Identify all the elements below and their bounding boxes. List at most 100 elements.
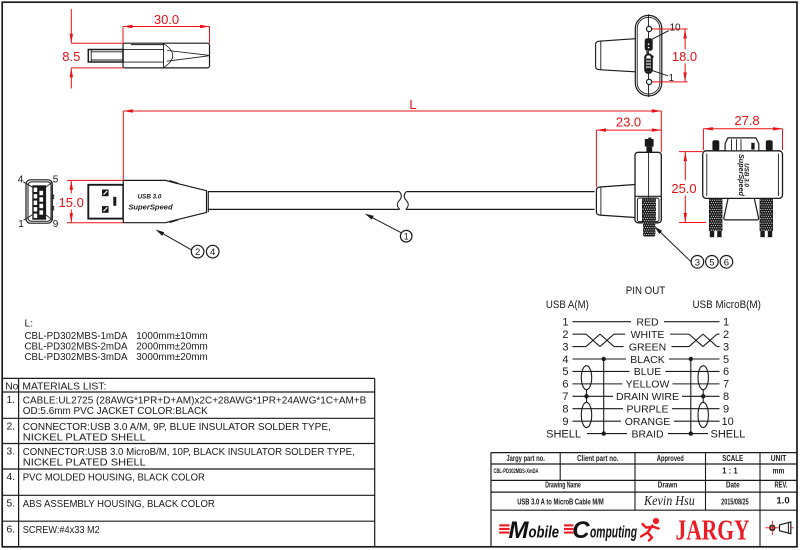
svg-text:4: 4: [18, 174, 24, 185]
svg-text:3: 3: [562, 341, 568, 353]
svg-text:CONNECTOR:USB 3.0 A/M, 9P, BLU: CONNECTOR:USB 3.0 A/M, 9P, BLUE INSULATO…: [23, 422, 331, 433]
svg-text:9: 9: [53, 219, 59, 230]
svg-text:8: 8: [723, 391, 729, 403]
svg-text:9: 9: [562, 416, 568, 428]
svg-text:omputing: omputing: [590, 523, 637, 542]
svg-text:7: 7: [723, 379, 729, 391]
svg-text:3: 3: [695, 257, 700, 268]
svg-text:L: L: [409, 97, 416, 112]
svg-text:SCALE: SCALE: [722, 454, 743, 463]
svg-text:obile: obile: [529, 523, 560, 542]
svg-text:CONNECTOR:USB 3.0 MicroB/M, 10: CONNECTOR:USB 3.0 MicroB/M, 10P, BLACK I…: [23, 447, 355, 458]
svg-text:ORANGE: ORANGE: [625, 416, 671, 428]
svg-text:Jargy part no.: Jargy part no.: [506, 454, 545, 463]
svg-text:RED: RED: [636, 317, 659, 329]
svg-text:23.0: 23.0: [616, 115, 641, 130]
svg-text:2015/08/25: 2015/08/25: [721, 496, 749, 506]
svg-text:MATERIALS LIST:: MATERIALS LIST:: [22, 381, 106, 392]
svg-text:Kevin Hsu: Kevin Hsu: [643, 493, 695, 508]
svg-text:L:: L:: [25, 319, 34, 330]
svg-text:10: 10: [670, 23, 682, 34]
svg-text:2: 2: [195, 247, 200, 258]
svg-text:CBL-PD302MBS-2mDA: CBL-PD302MBS-2mDA: [25, 342, 128, 353]
svg-text:5.: 5.: [7, 499, 16, 510]
svg-text:5: 5: [562, 366, 568, 378]
svg-text:Drawn: Drawn: [658, 481, 678, 490]
svg-text:3000mm±20mm: 3000mm±20mm: [136, 352, 208, 363]
svg-text:1.: 1.: [7, 395, 16, 406]
svg-text:CABLE:UL2725 (28AWG*1PR+D+AM)x: CABLE:UL2725 (28AWG*1PR+D+AM)x2C+28AWG*1…: [23, 396, 367, 407]
svg-text:1: 1: [404, 232, 409, 242]
svg-text:REV.: REV.: [775, 481, 788, 490]
svg-text:2.: 2.: [7, 422, 16, 433]
svg-text:Drawing Name: Drawing Name: [545, 481, 581, 490]
svg-text:GREEN: GREEN: [629, 341, 666, 353]
svg-text:1: 1: [723, 317, 729, 329]
svg-text:1.0: 1.0: [776, 496, 789, 507]
svg-text:10: 10: [722, 416, 734, 428]
svg-text:USB MicroB(M): USB MicroB(M): [692, 299, 761, 311]
svg-text:USB 3.0: USB 3.0: [138, 194, 162, 201]
svg-text:6: 6: [562, 379, 568, 391]
svg-text:5: 5: [53, 174, 59, 185]
svg-text:CBL-PD302MBS-XmDA: CBL-PD302MBS-XmDA: [494, 468, 539, 475]
svg-text:DRAIN WIRE: DRAIN WIRE: [616, 391, 679, 403]
svg-text:27.8: 27.8: [734, 113, 759, 128]
svg-text:5: 5: [723, 354, 729, 366]
svg-text:1000mm±10mm: 1000mm±10mm: [136, 331, 208, 342]
svg-text:NICKEL PLATED SHELL: NICKEL PLATED SHELL: [23, 458, 146, 469]
svg-text:6.: 6.: [7, 524, 16, 535]
svg-text:Approved: Approved: [657, 454, 684, 463]
svg-text:ABS ASSEMBLY HOUSING, BLACK CO: ABS ASSEMBLY HOUSING, BLACK COLOR: [23, 499, 215, 510]
svg-text:Date: Date: [726, 481, 740, 490]
svg-text:WHITE: WHITE: [631, 329, 665, 341]
svg-text:CBL-PD302MBS-3mDA: CBL-PD302MBS-3mDA: [25, 352, 128, 363]
svg-text:UNIT: UNIT: [771, 454, 787, 463]
svg-text:PURPLE: PURPLE: [626, 404, 668, 416]
svg-text:2: 2: [723, 329, 729, 341]
svg-text:SHELL: SHELL: [546, 428, 581, 440]
svg-text:18.0: 18.0: [672, 49, 697, 64]
svg-text:25.0: 25.0: [671, 181, 696, 196]
svg-text:8: 8: [562, 404, 568, 416]
svg-text:M: M: [509, 517, 530, 544]
svg-text:PVC MOLDED HOUSING, BLACK COLO: PVC MOLDED HOUSING, BLACK COLOR: [23, 473, 205, 484]
svg-text:No: No: [5, 381, 18, 392]
svg-text:4: 4: [210, 247, 215, 258]
svg-text:Client part no.: Client part no.: [577, 454, 618, 463]
svg-text:JARGY: JARGY: [676, 516, 750, 547]
svg-text:9: 9: [723, 404, 729, 416]
svg-text:USB A(M): USB A(M): [546, 299, 589, 311]
svg-text:1: 1: [669, 73, 675, 84]
svg-text:8.5: 8.5: [62, 49, 80, 64]
svg-text:BLACK: BLACK: [630, 354, 664, 366]
svg-text:2000mm±20mm: 2000mm±20mm: [136, 342, 208, 353]
svg-text:BLUE: BLUE: [634, 366, 661, 378]
svg-text:3.: 3.: [7, 447, 16, 458]
svg-text:6: 6: [723, 366, 729, 378]
svg-text:PIN OUT: PIN OUT: [626, 285, 666, 297]
svg-text:SuperSpeed: SuperSpeed: [737, 154, 746, 197]
svg-text:mm: mm: [773, 466, 785, 476]
svg-text:30.0: 30.0: [154, 12, 179, 27]
svg-text:4: 4: [562, 354, 568, 366]
svg-text:5: 5: [709, 257, 714, 268]
svg-text:7: 7: [562, 391, 568, 403]
svg-text:SCREW:#4x33 M2: SCREW:#4x33 M2: [23, 525, 100, 536]
svg-text:4.: 4.: [7, 472, 16, 483]
svg-text:NICKEL PLATED SHELL: NICKEL PLATED SHELL: [23, 432, 146, 443]
svg-text:USB 3.0 A to MicroB Cable M/M: USB 3.0 A to MicroB Cable M/M: [517, 496, 604, 506]
svg-text:3: 3: [723, 341, 729, 353]
svg-text:CBL-PD302MBS-1mDA: CBL-PD302MBS-1mDA: [25, 331, 128, 342]
svg-text:SuperSpeed: SuperSpeed: [128, 202, 173, 211]
svg-text:SHELL: SHELL: [711, 428, 746, 440]
svg-text:1: 1: [562, 317, 568, 329]
svg-text:OD:5.6mm PVC JACKET COLOR:BLA: OD:5.6mm PVC JACKET COLOR:BLACK: [23, 406, 208, 417]
svg-text:C: C: [572, 517, 590, 544]
svg-text:USB 3.0: USB 3.0: [743, 163, 750, 187]
svg-text:2: 2: [562, 329, 568, 341]
svg-text:15.0: 15.0: [59, 195, 84, 210]
svg-text:1: 1: [18, 219, 24, 230]
svg-text:BRAID: BRAID: [631, 428, 664, 440]
svg-text:1 : 1: 1 : 1: [722, 466, 738, 476]
